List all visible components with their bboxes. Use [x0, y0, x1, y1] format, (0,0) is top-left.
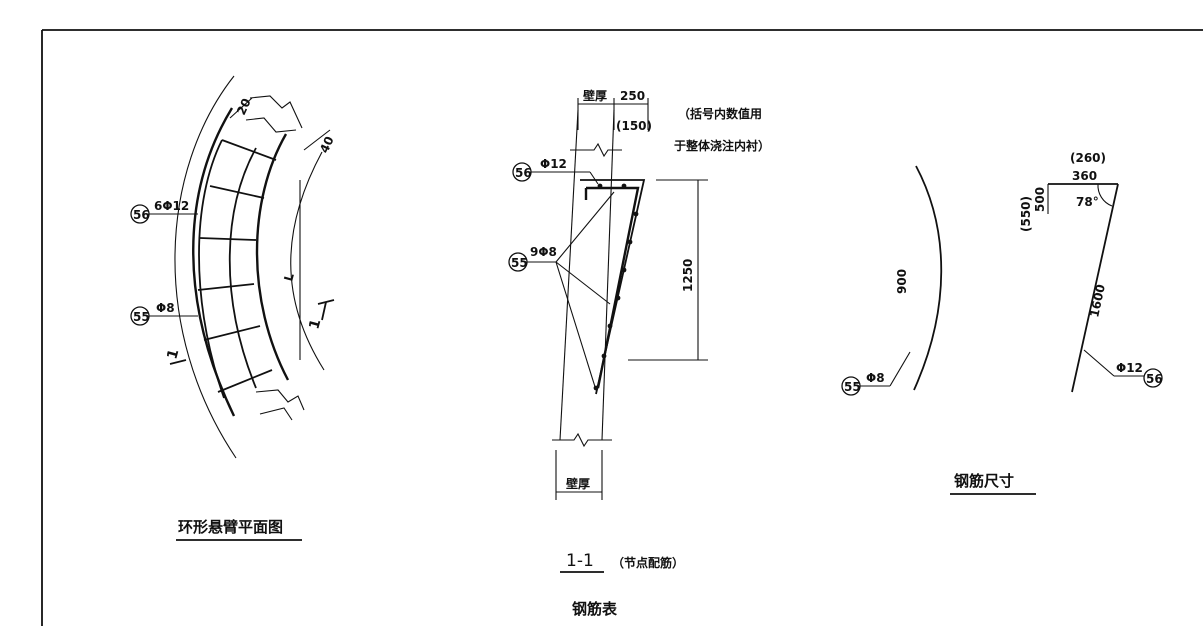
rebar-angle: 78°: [1076, 195, 1099, 209]
rebar-dim-550: (550): [1019, 196, 1033, 232]
plan-bar56-label: 6Φ12: [154, 199, 189, 213]
plan-bar56-no: 56: [133, 208, 150, 222]
plan-dim-20: 20: [234, 96, 254, 117]
rebar-dims-title: 钢筋尺寸: [954, 472, 1014, 490]
plan-bar55-label: Φ8: [156, 301, 175, 315]
section-bar55-no: 55: [511, 256, 528, 270]
plan-dim-40: 40: [317, 134, 337, 155]
rebar-dimensions: 900 55 Φ8 (260) 360 (550) 500 78° 1600 Φ…: [841, 151, 1163, 495]
section-view: 壁厚 250 (150) 壁厚 1250 （括号内数值用 于整体浇注内衬） 56…: [508, 88, 770, 618]
section-dim-1250: 1250: [681, 259, 695, 292]
sheet-border: [41, 29, 1203, 626]
section-title: 1-1: [566, 551, 594, 571]
plan-section-mark-left: 1: [164, 347, 182, 361]
rebar-dim-500: 500: [1033, 187, 1047, 212]
plan-view: 20 40 L 1 1 56 6Φ12 55 Φ8 环形悬臂平面图: [130, 75, 337, 541]
rebar-table-title: 钢筋表: [572, 600, 618, 618]
section-bar56-no: 56: [515, 166, 532, 180]
section-dim-250: 250: [620, 89, 645, 103]
rebar-arc-length: 900: [895, 269, 909, 294]
section-subtitle: （节点配筋）: [612, 555, 684, 570]
rebar-hook-bar-label: Φ12: [1116, 361, 1143, 375]
section-bar56-label: Φ12: [540, 157, 567, 171]
plan-dim-L: L: [281, 271, 297, 282]
rebar-arc-bar-no: 55: [844, 380, 861, 394]
section-wall-label-bottom: 壁厚: [566, 476, 590, 491]
rebar-len-1600: 1600: [1087, 283, 1108, 319]
rebar-arc-bar-label: Φ8: [866, 371, 885, 385]
section-bar55-label: 9Φ8: [530, 245, 557, 259]
rebar-dim-360: 360: [1072, 169, 1097, 183]
rebar-hook-bar-no: 56: [1146, 372, 1163, 386]
rebar-hook-bar-marker: [1143, 368, 1163, 388]
rebar-dim-260: (260): [1070, 151, 1106, 165]
section-note-line1: （括号内数值用: [678, 106, 762, 121]
section-wall-label-top: 壁厚: [583, 88, 607, 103]
section-note-line2: 于整体浇注内衬）: [674, 138, 770, 153]
plan-view-title: 环形悬臂平面图: [178, 518, 283, 536]
plan-bar55-no: 55: [133, 310, 150, 324]
plan-section-mark-right: 1: [306, 317, 324, 331]
section-dim-150: (150): [616, 119, 652, 133]
